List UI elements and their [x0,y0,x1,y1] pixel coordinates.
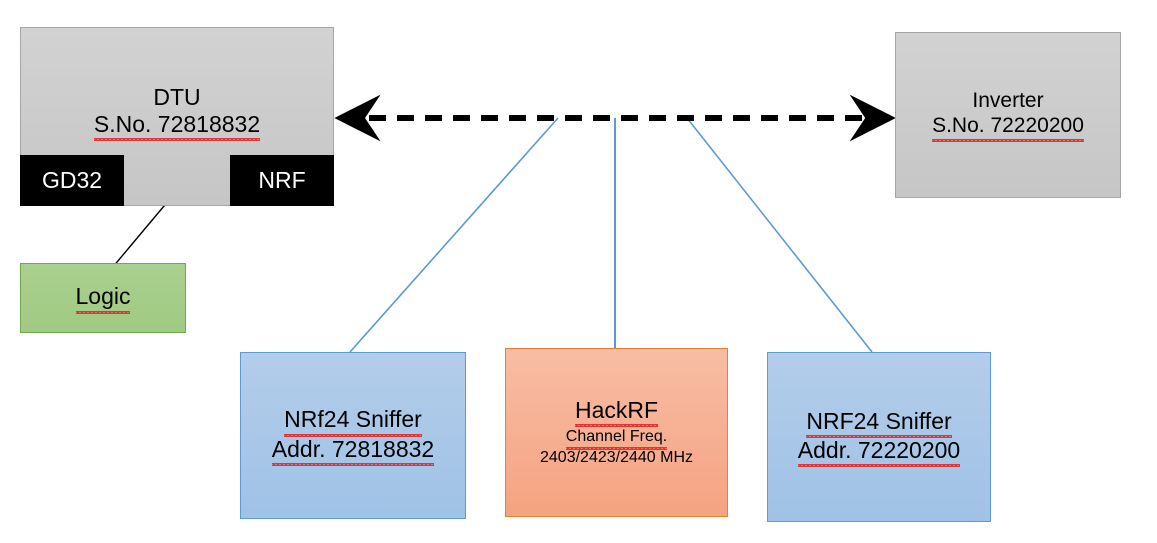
hackrf-channel-values: 2403/2423/2440 MHz [540,449,693,467]
hackrf-label: HackRF [574,397,659,428]
logic-label: Logic [75,283,130,314]
gd32-label: GD32 [41,166,103,193]
dtu-serial: S.No. 72818832 [93,111,261,142]
node-sniffer-right[interactable]: NRF24 Sniffer Addr. 72220200 [767,352,991,522]
wire-sniffer-left [349,117,559,353]
node-gd32[interactable]: GD32 [20,155,124,206]
node-hackrf[interactable]: HackRF Channel Freq. 2403/2423/2440 MHz [505,348,728,517]
node-sniffer-left[interactable]: NRf24 Sniffer Addr. 72818832 [240,352,466,519]
inverter-serial: S.No. 72220200 [932,114,1084,142]
node-nrf[interactable]: NRF [230,155,334,206]
sniffer-right-address: Addr. 72220200 [797,437,961,468]
node-inverter[interactable]: Inverter S.No. 72220200 [895,32,1121,198]
sniffer-right-label: NRF24 Sniffer [806,408,952,439]
wire-sniffer-right [686,117,873,353]
dtu-label: DTU [153,84,201,110]
sniffer-left-address: Addr. 72818832 [271,436,435,466]
inverter-label: Inverter [972,89,1044,113]
hackrf-channel-label: Channel Freq. [565,428,668,450]
node-logic[interactable]: Logic [20,263,186,333]
nrf-label: NRF [258,166,306,193]
sniffer-left-label: NRf24 Sniffer [284,406,422,437]
